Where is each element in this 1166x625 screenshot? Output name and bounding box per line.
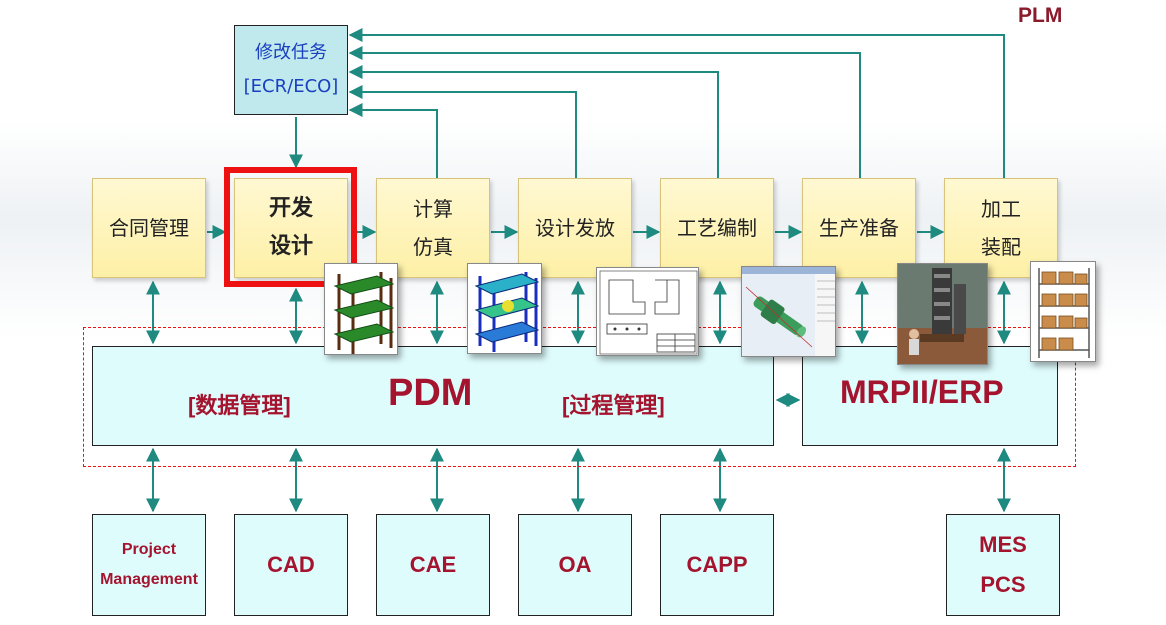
- step-label: 设计: [268, 234, 313, 259]
- integration-dashed-region: [83, 327, 1076, 467]
- change-task-code: [ECR/ECO]: [243, 76, 339, 97]
- green-shelf-model-image: [324, 263, 398, 355]
- feedback-arrow-simulation: [348, 103, 438, 178]
- system-mes-pcs: MES PCS: [946, 514, 1060, 616]
- pdm-title: PDM: [388, 372, 473, 414]
- pdm-data-management: [数据管理]: [188, 393, 291, 418]
- step-label: 合同管理: [109, 216, 189, 240]
- system-cad: CAD: [234, 514, 348, 616]
- system-project-management: Project Management: [92, 514, 206, 616]
- step-label: 开发: [268, 196, 313, 221]
- system-cae: CAE: [376, 514, 490, 616]
- step-label: 工艺编制: [677, 216, 757, 240]
- system-capp: CAPP: [660, 514, 774, 616]
- feedback-arrow-process-plan: [348, 65, 719, 178]
- system-label: CAE: [409, 552, 457, 577]
- step-label: 加工: [981, 197, 1021, 221]
- pdm-box: [92, 346, 774, 446]
- system-oa: OA: [518, 514, 632, 616]
- step-label: 仿真: [413, 235, 453, 259]
- feedback-arrow-erp: [348, 28, 1005, 178]
- step-design-release: 设计发放: [518, 178, 632, 278]
- step-contract-management: 合同管理: [92, 178, 206, 278]
- system-label: Management: [100, 571, 198, 588]
- system-label: OA: [558, 552, 592, 577]
- step-label: 装配: [981, 235, 1021, 259]
- pdm-process-management: [过程管理]: [562, 393, 665, 418]
- change-task-title: 修改任务: [255, 42, 327, 63]
- plm-label: PLM: [1018, 4, 1063, 27]
- system-label: PCS: [980, 572, 1026, 597]
- cam-software-screenshot-image: [741, 266, 836, 357]
- erp-title: MRPII/ERP: [840, 374, 1004, 410]
- step-label: 设计发放: [535, 216, 615, 240]
- step-process-planning: 工艺编制: [660, 178, 774, 278]
- step-development-design: 开发 设计: [234, 178, 348, 278]
- engineering-drawing-image: [596, 267, 699, 356]
- feedback-arrow-release: [348, 85, 577, 178]
- system-label: Project: [121, 541, 177, 558]
- design-highlight-frame: [224, 167, 357, 287]
- system-label: CAD: [267, 552, 315, 577]
- feedback-arrow-production: [348, 46, 861, 178]
- step-label: 生产准备: [819, 216, 899, 240]
- step-production-preparation: 生产准备: [802, 178, 916, 278]
- factory-machine-photo-image: [897, 263, 988, 365]
- assembled-shelving-photo-image: [1030, 261, 1096, 362]
- step-calculation-simulation: 计算 仿真: [376, 178, 490, 278]
- system-label: MES: [979, 532, 1027, 557]
- system-label: CAPP: [686, 552, 748, 577]
- step-label: 计算: [413, 197, 453, 221]
- fea-shelf-simulation-image: [467, 263, 542, 354]
- change-task-box: 修改任务 [ECR/ECO]: [234, 25, 348, 115]
